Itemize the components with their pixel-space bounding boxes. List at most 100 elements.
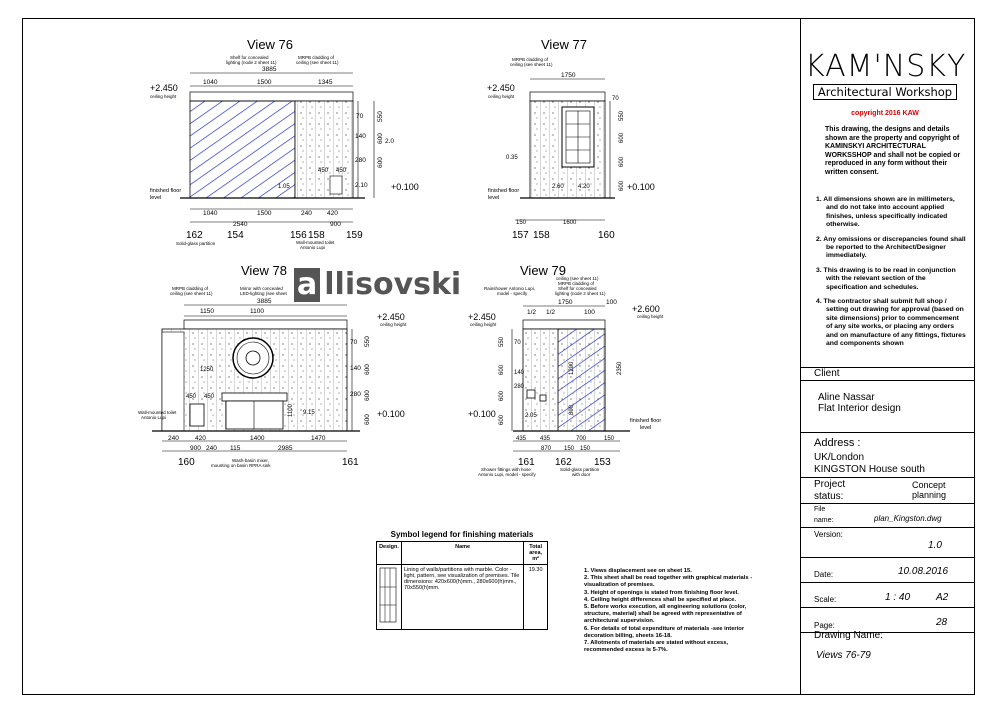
v76-mark-154: 154 (227, 230, 244, 241)
v79-note-rain: Rainshower Antonio Lupi, (484, 286, 535, 291)
v76-mark-156: 156 (290, 230, 307, 241)
v78-mark-161: 161 (342, 457, 359, 468)
v79-note-fittings2: Antonio Lupi, model - specify (478, 472, 537, 477)
v79-note-shelf: Shelf for concealed (558, 286, 597, 291)
v77-rdim-600b: 600 (619, 156, 625, 167)
v76-bdim-420: 420 (327, 210, 338, 217)
v79-ldim-600b: 600 (499, 390, 505, 401)
v79-bdim-700: 700 (576, 436, 587, 442)
address-label: Address : (814, 437, 861, 449)
divider-version (800, 527, 975, 528)
v79-dim-half1: 1/2 (527, 309, 536, 316)
divider-scale (800, 582, 975, 583)
divider-status (800, 477, 975, 478)
divider-page (800, 607, 975, 608)
v79-ldim-280: 280 (514, 384, 525, 390)
divider-file (800, 503, 975, 504)
v76-rdim-210: 2.10 (355, 182, 368, 189)
legend-title: Symbol legend for finishing materials (390, 530, 534, 539)
file-label-1: File (814, 506, 826, 513)
v77-ceiling-label: ceiling height (488, 94, 515, 99)
v79-ldim-600a: 600 (499, 364, 505, 375)
legend-table: Design. Name Total area, m² Lining of wa… (376, 541, 548, 630)
view-79-title: View 79 (520, 263, 566, 278)
v79-level-floor: +0.100 (468, 409, 496, 419)
status-label-2: status: (814, 491, 844, 502)
v78-rdim-550: 550 (364, 336, 371, 347)
v76-note-glass: Solid-glass partition (176, 241, 216, 246)
view-78-title: View 78 (241, 263, 287, 278)
divider-address (800, 432, 975, 433)
v79-dim-total: 1750 (558, 299, 573, 306)
v77-rdim-550: 550 (619, 110, 625, 121)
title-block-notes: 1. All dimensions shown are in millimete… (816, 196, 966, 355)
v79-ldim-600c: 600 (499, 414, 505, 425)
v79-bdim-435a: 435 (516, 436, 527, 442)
v76-dim-b: 1500 (257, 79, 272, 86)
logo-wordmark: KAM'NSKY (805, 49, 967, 84)
v76-mark-162: 162 (186, 230, 203, 241)
v78-bdim-240b: 240 (206, 445, 217, 452)
v76-note-shelf2: lighting (node 2 sheet 11) (226, 60, 277, 65)
v79-note-mrpb: MRPB cladding of (558, 281, 595, 286)
v78-ceiling-label: ceiling height (380, 322, 407, 327)
view-77-drawing: View 77 1750 MRPB cladding of ceiling (s… (487, 37, 655, 241)
client-label: Client (814, 368, 840, 379)
v76-mark-158: 158 (308, 230, 325, 241)
v78-rdim-70: 70 (350, 339, 358, 346)
view-76-title: View 76 (247, 37, 293, 52)
general-note: 3. Height of openings is stated from fin… (584, 589, 739, 596)
v78-note-mrpb2: ceiling (see sheet 11) (170, 291, 213, 296)
v77-inner-420: 4.20 (578, 184, 590, 190)
title-block (800, 18, 975, 695)
v77-note-mrpb: MRPB cladding of (512, 57, 549, 62)
copyright-line: copyright 2016 KAW (851, 110, 919, 117)
v78-rdim-280: 280 (350, 391, 361, 398)
v76-dim-a: 1040 (203, 79, 218, 86)
v79-inner-800: 800 (569, 404, 575, 415)
v78-rdim-600a: 600 (364, 364, 371, 375)
v76-inner-450b: 450 (336, 168, 347, 174)
v77-bdim-1600: 1600 (563, 220, 577, 226)
v78-bdim-240: 240 (168, 435, 179, 442)
v79-floor-label2: level (640, 425, 651, 431)
v76-rdim-600b: 600 (377, 157, 384, 168)
v78-rdim-140: 140 (350, 365, 361, 372)
v78-inner-1100: 1100 (288, 403, 294, 417)
v79-dim-100a: 100 (584, 309, 595, 316)
v77-floor-label2: level (488, 195, 499, 201)
v76-floor-label2: level (150, 195, 161, 201)
v76-rdim-280: 280 (355, 157, 366, 164)
v76-dim-total: 3885 (262, 66, 277, 73)
general-notes: 1. Views displacement see on sheet 15. 2… (584, 568, 764, 654)
v79-note-rain2: model - specify (497, 291, 528, 296)
general-note: 4. Ceiling height differences shall be s… (584, 596, 737, 603)
v77-note-mrpb2: ceiling (see sheet 11) (510, 62, 553, 67)
v76-dim-c: 1345 (318, 79, 333, 86)
v78-dim-total: 3885 (257, 298, 272, 305)
divider-drawing (800, 632, 975, 633)
v79-mark-153: 153 (594, 457, 611, 468)
v78-bdim-1470: 1470 (311, 435, 326, 442)
v77-inner-260: 2.60 (552, 184, 564, 190)
v78-note-mrpb: MRPB cladding of (172, 286, 209, 291)
v78-dim-a: 1150 (200, 308, 214, 315)
v78-level-floor: +0.100 (377, 409, 405, 419)
v79-dim-100b: 100 (606, 299, 617, 306)
divider-client-2 (800, 380, 975, 381)
v76-level-floor: +0.100 (391, 182, 419, 192)
v79-note-shelf2: lighting (node 2 sheet 11) (555, 291, 606, 296)
v79-inner-2350: 2350 (617, 361, 623, 375)
title-block-note: 2. Any omissions or discrepancies found … (816, 235, 966, 260)
file-label-2: name: (814, 517, 834, 524)
v77-level-ceiling: +2.450 (487, 83, 515, 93)
v77-dim-total: 1750 (561, 72, 576, 79)
v76-rdim-600a: 600 (377, 133, 384, 144)
legend-header-area: Total area, m² (523, 541, 548, 565)
v76-level-ceiling: +2.450 (150, 83, 178, 93)
client-name: Aline Nassar (818, 392, 875, 403)
v76-note-mrpb: MRPB cladding of (298, 55, 335, 60)
page-value: 28 (936, 617, 948, 628)
v76-note-shelf: Shelf for concealed (230, 55, 269, 60)
